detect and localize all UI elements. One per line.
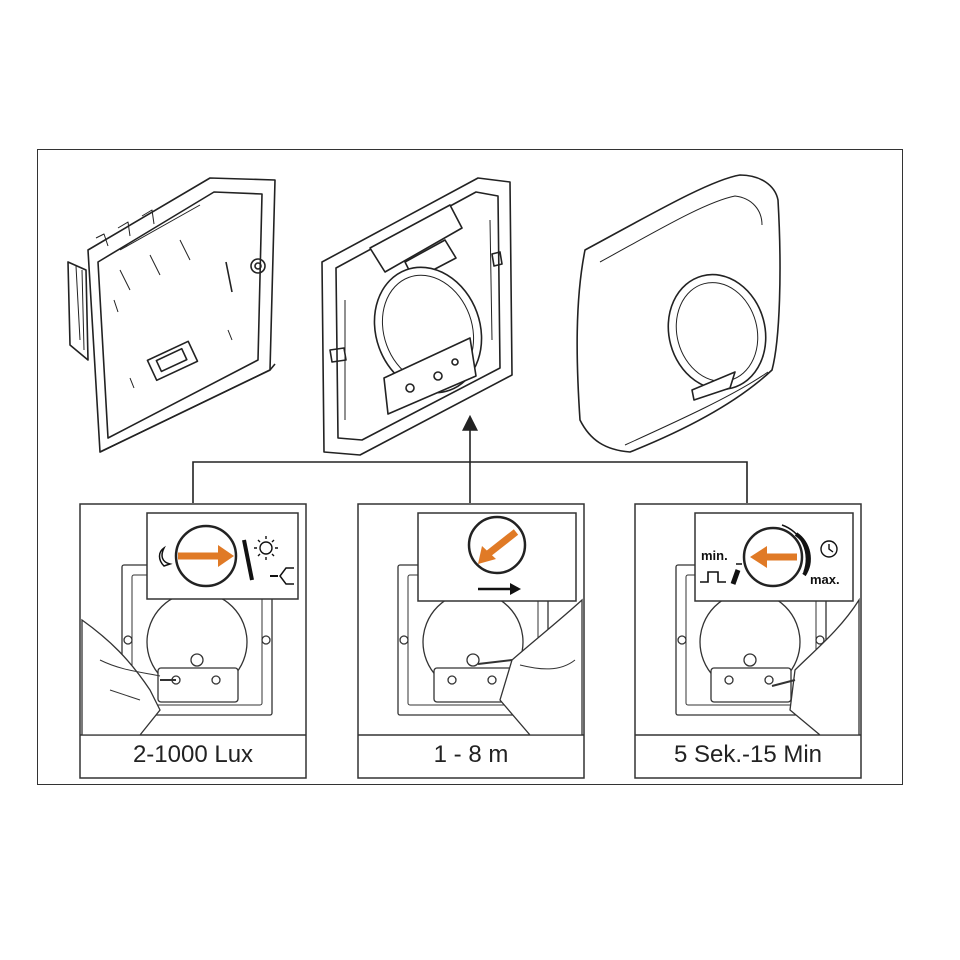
clock-icon [820, 540, 838, 558]
min-label: min. [701, 548, 728, 563]
max-label: max. [810, 572, 840, 587]
diagram-frame [37, 149, 903, 785]
panel-range [357, 503, 585, 779]
panel-lux [79, 503, 307, 779]
light-input-icon [270, 567, 294, 585]
mounting-box-illustration [67, 177, 276, 453]
panel-time: min. max. [634, 503, 862, 779]
cover-cap-illustration [576, 174, 781, 453]
panel-caption-time: 5 Sek.-15 Min [673, 741, 823, 768]
sun-icon [254, 536, 278, 560]
connector-lines [192, 414, 748, 503]
panel-caption-range: 1 - 8 m [433, 741, 509, 768]
moon-icon [158, 545, 173, 567]
sensor-insert-illustration [321, 177, 513, 456]
pulse-icon [700, 571, 726, 583]
panel-caption-lux: 2-1000 Lux [132, 741, 254, 768]
